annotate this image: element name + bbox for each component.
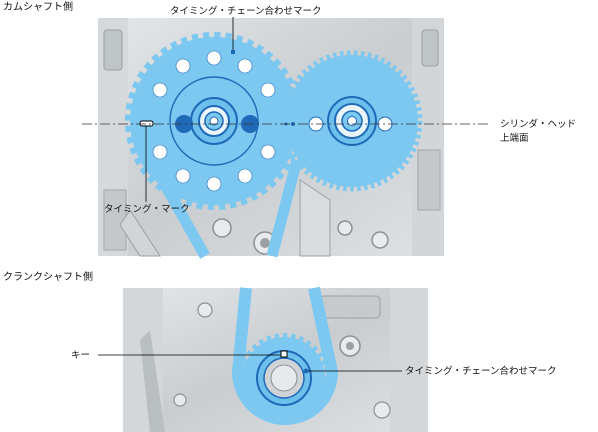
cam-timing-mark-label: タイミング・マーク <box>104 203 190 215</box>
crank-sprocket <box>239 333 329 423</box>
exhaust-cam-sprocket <box>281 50 423 192</box>
cylinder-head-label-line2: 上端面 <box>500 132 529 144</box>
intake-cam-sprocket <box>125 32 303 210</box>
crank-timing-chain <box>231 286 339 425</box>
cam-chain-mark-label: タイミング・チェーン合わせマーク <box>170 5 322 17</box>
crankshaft-section-title: クランクシャフト側 <box>3 270 93 283</box>
crank-key-label: キー <box>71 350 90 361</box>
crank-chain-match-mark <box>303 368 309 374</box>
cam-timing-chain-right <box>266 158 303 258</box>
cam-timing-chain <box>160 182 210 259</box>
intake-timing-mark-slot <box>139 120 154 127</box>
crank-chain-mark-label: タイミング・チェーン合わせマーク <box>405 365 557 377</box>
camshaft-section-title: カムシャフト側 <box>3 0 73 13</box>
cam-chain-match-mark <box>231 50 235 54</box>
crank-key <box>280 350 288 358</box>
cylinder-head-label-line1: シリンダ・ヘッド <box>500 118 576 130</box>
